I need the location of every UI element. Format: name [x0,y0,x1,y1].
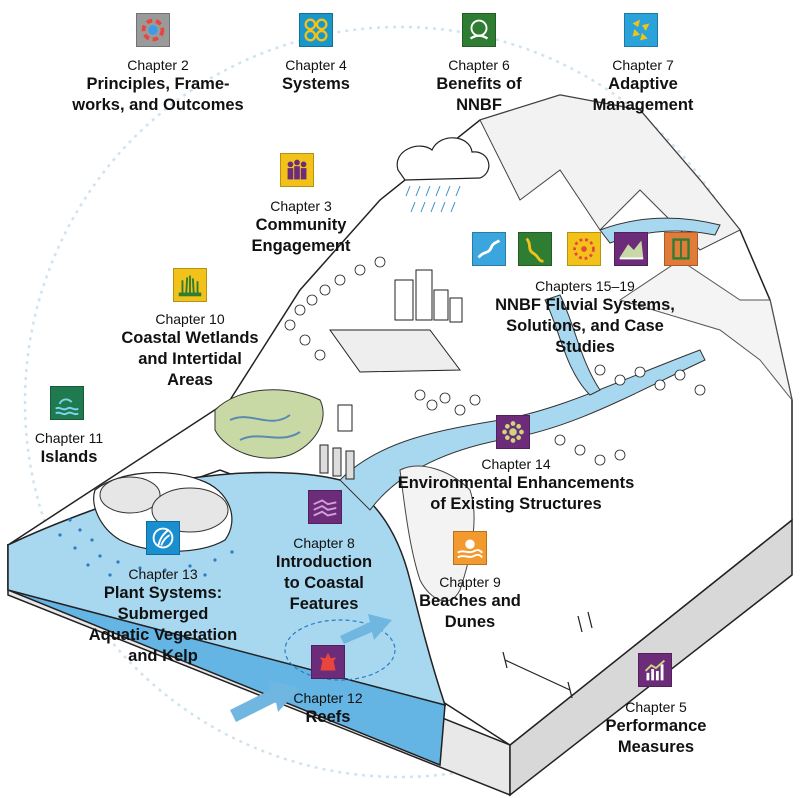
principles-icon [136,13,170,47]
chapter-number: Chapter 2 [127,57,189,73]
chapter-6-label: Chapter 6 Benefits of NNBF [419,57,539,116]
chapter-title-line: and Kelp [128,647,198,665]
chapter-number: Chapter 14 [481,456,551,472]
chapter-title-line: Plant Systems: [103,584,223,602]
community-icon [280,153,314,187]
enhancements-icon [496,415,530,449]
adaptive-management-icon [624,13,658,47]
chapter-title-line: Introduction [275,553,373,571]
chapters-15-19-label: Chapters 15–19 NNBF Fluvial Systems, Sol… [475,278,695,358]
chapter-title-line: Measures [617,738,695,756]
performance-icon [638,653,672,687]
mountains [479,94,741,251]
wetlands-icon [173,268,207,302]
beach [399,465,475,602]
rain-cloud [396,137,490,181]
coastal-features-icon [308,490,342,524]
reefs-icon [311,645,345,679]
chapter-number: Chapter 12 [293,690,363,706]
fluvial-floodplain-icon [614,232,648,266]
chapter-3-label: Chapter 3 Community Engagement [237,198,365,257]
tributary [544,294,601,396]
beaches-dunes-icon [453,531,487,565]
chapter-title-line: Benefits of [436,75,522,93]
chapter-number: Chapter 4 [285,57,347,73]
chapter-number: Chapter 5 [625,699,687,715]
mountain-ridge [618,259,793,401]
chapter-number: Chapter 13 [128,566,198,582]
wetland-channels [229,414,301,441]
chapter-title-line: Management [592,96,694,114]
chapter-title-line: Reefs [305,708,351,726]
benefits-icon [462,13,496,47]
wave-arrow-small [340,614,392,644]
sav-kelp-icon [146,521,180,555]
chapter-title-line: Submerged [117,605,209,623]
chapter-title-line: Solutions, and Case [506,317,664,335]
fluvial-river-icon [472,232,506,266]
chapter-title-line: Adaptive [608,75,678,93]
chapter-title-line: Engagement [251,237,351,255]
systems-icon [299,13,333,47]
chapter-title-line: NNBF [456,96,502,114]
rain [405,185,461,213]
chapter-2-label: Chapter 2 Principles, Frame- works, and … [60,57,256,116]
chapter-title-line: Dunes [444,613,496,631]
chapter-title-line: Performance [605,717,707,735]
chapter-title-line: Studies [555,338,615,356]
scale-bar [502,611,593,699]
chapter-10-label: Chapter 10 Coastal Wetlands and Intertid… [100,311,280,391]
chapter-number: Chapter 9 [439,574,501,590]
fluvial-sediment-icon [567,232,601,266]
wave-arrow-large [230,680,300,722]
chapter-8-label: Chapter 8 Introduction to Coastal Featur… [262,535,386,615]
chapter-title-line: and Intertidal [138,350,242,368]
city [319,269,463,480]
wetland [214,389,324,459]
chapter-title-line: Islands [40,448,98,466]
chapter-number: Chapter 8 [293,535,355,551]
chapter-title-line: Aquatic Vegetation [88,626,238,644]
chapter-title-line: Beaches and [419,592,521,610]
reef-outline [284,619,396,681]
chapter-number: Chapter 6 [448,57,510,73]
islands-icon [50,386,84,420]
chapter-title-line: Environmental Enhancements [397,474,635,492]
chapter-5-label: Chapter 5 Performance Measures [590,699,722,758]
chapter-14-label: Chapter 14 Environmental Enhancements of… [372,456,660,515]
chapter-11-label: Chapter 11 Islands [14,430,124,468]
chapter-title-line: NNBF Fluvial Systems, [495,296,675,314]
chapter-title-line: of Existing Structures [430,495,602,513]
chapter-title-line: Principles, Frame- [86,75,230,93]
sav-beds [58,518,234,577]
chapter-title-line: Systems [282,75,350,93]
fluvial-case-studies-icon [664,232,698,266]
fluvial-channel-icon [518,232,552,266]
chapter-number: Chapter 10 [155,311,225,327]
chapter-title-line: to Coastal [284,574,364,592]
island-dune [99,476,161,514]
chapter-title-line: Areas [167,371,213,389]
chapter-title-line: works, and Outcomes [72,96,244,114]
chapter-title-line: Community [255,216,347,234]
chapter-number: Chapter 11 [34,430,104,446]
chapter-13-label: Chapter 13 Plant Systems: Submerged Aqua… [70,566,256,667]
chapter-title-line: Features [289,595,359,613]
chapter-9-label: Chapter 9 Beaches and Dunes [405,574,535,633]
chapter-number: Chapter 3 [270,198,332,214]
chapter-number: Chapter 7 [612,57,674,73]
chapter-12-label: Chapter 12 Reefs [272,690,384,728]
chapter-title-line: Coastal Wetlands [121,329,259,347]
chapter-7-label: Chapter 7 Adaptive Management [581,57,705,116]
chapter-4-label: Chapter 4 Systems [256,57,376,95]
chapter-number: Chapters 15–19 [535,278,635,294]
forest [284,256,706,466]
